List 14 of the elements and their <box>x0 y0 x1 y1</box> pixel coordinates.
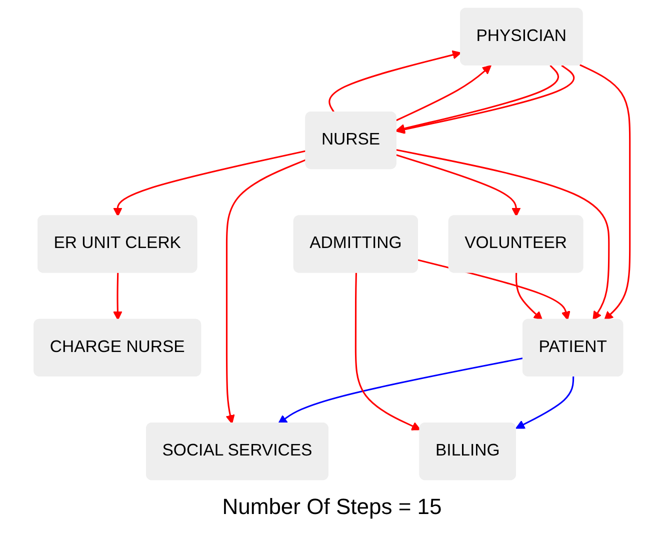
arrow <box>328 50 462 113</box>
arrow <box>113 272 122 320</box>
arrow <box>354 272 421 430</box>
arrow <box>418 259 570 320</box>
caption: Number Of Steps = 15 <box>222 493 442 521</box>
arrow <box>515 272 543 320</box>
arrow <box>396 154 521 217</box>
arrow <box>580 64 631 320</box>
arrow <box>226 158 307 424</box>
arrow <box>396 149 610 320</box>
arrow <box>516 376 574 429</box>
arrow <box>396 65 492 122</box>
arrow <box>113 150 306 217</box>
arrow <box>278 357 524 424</box>
